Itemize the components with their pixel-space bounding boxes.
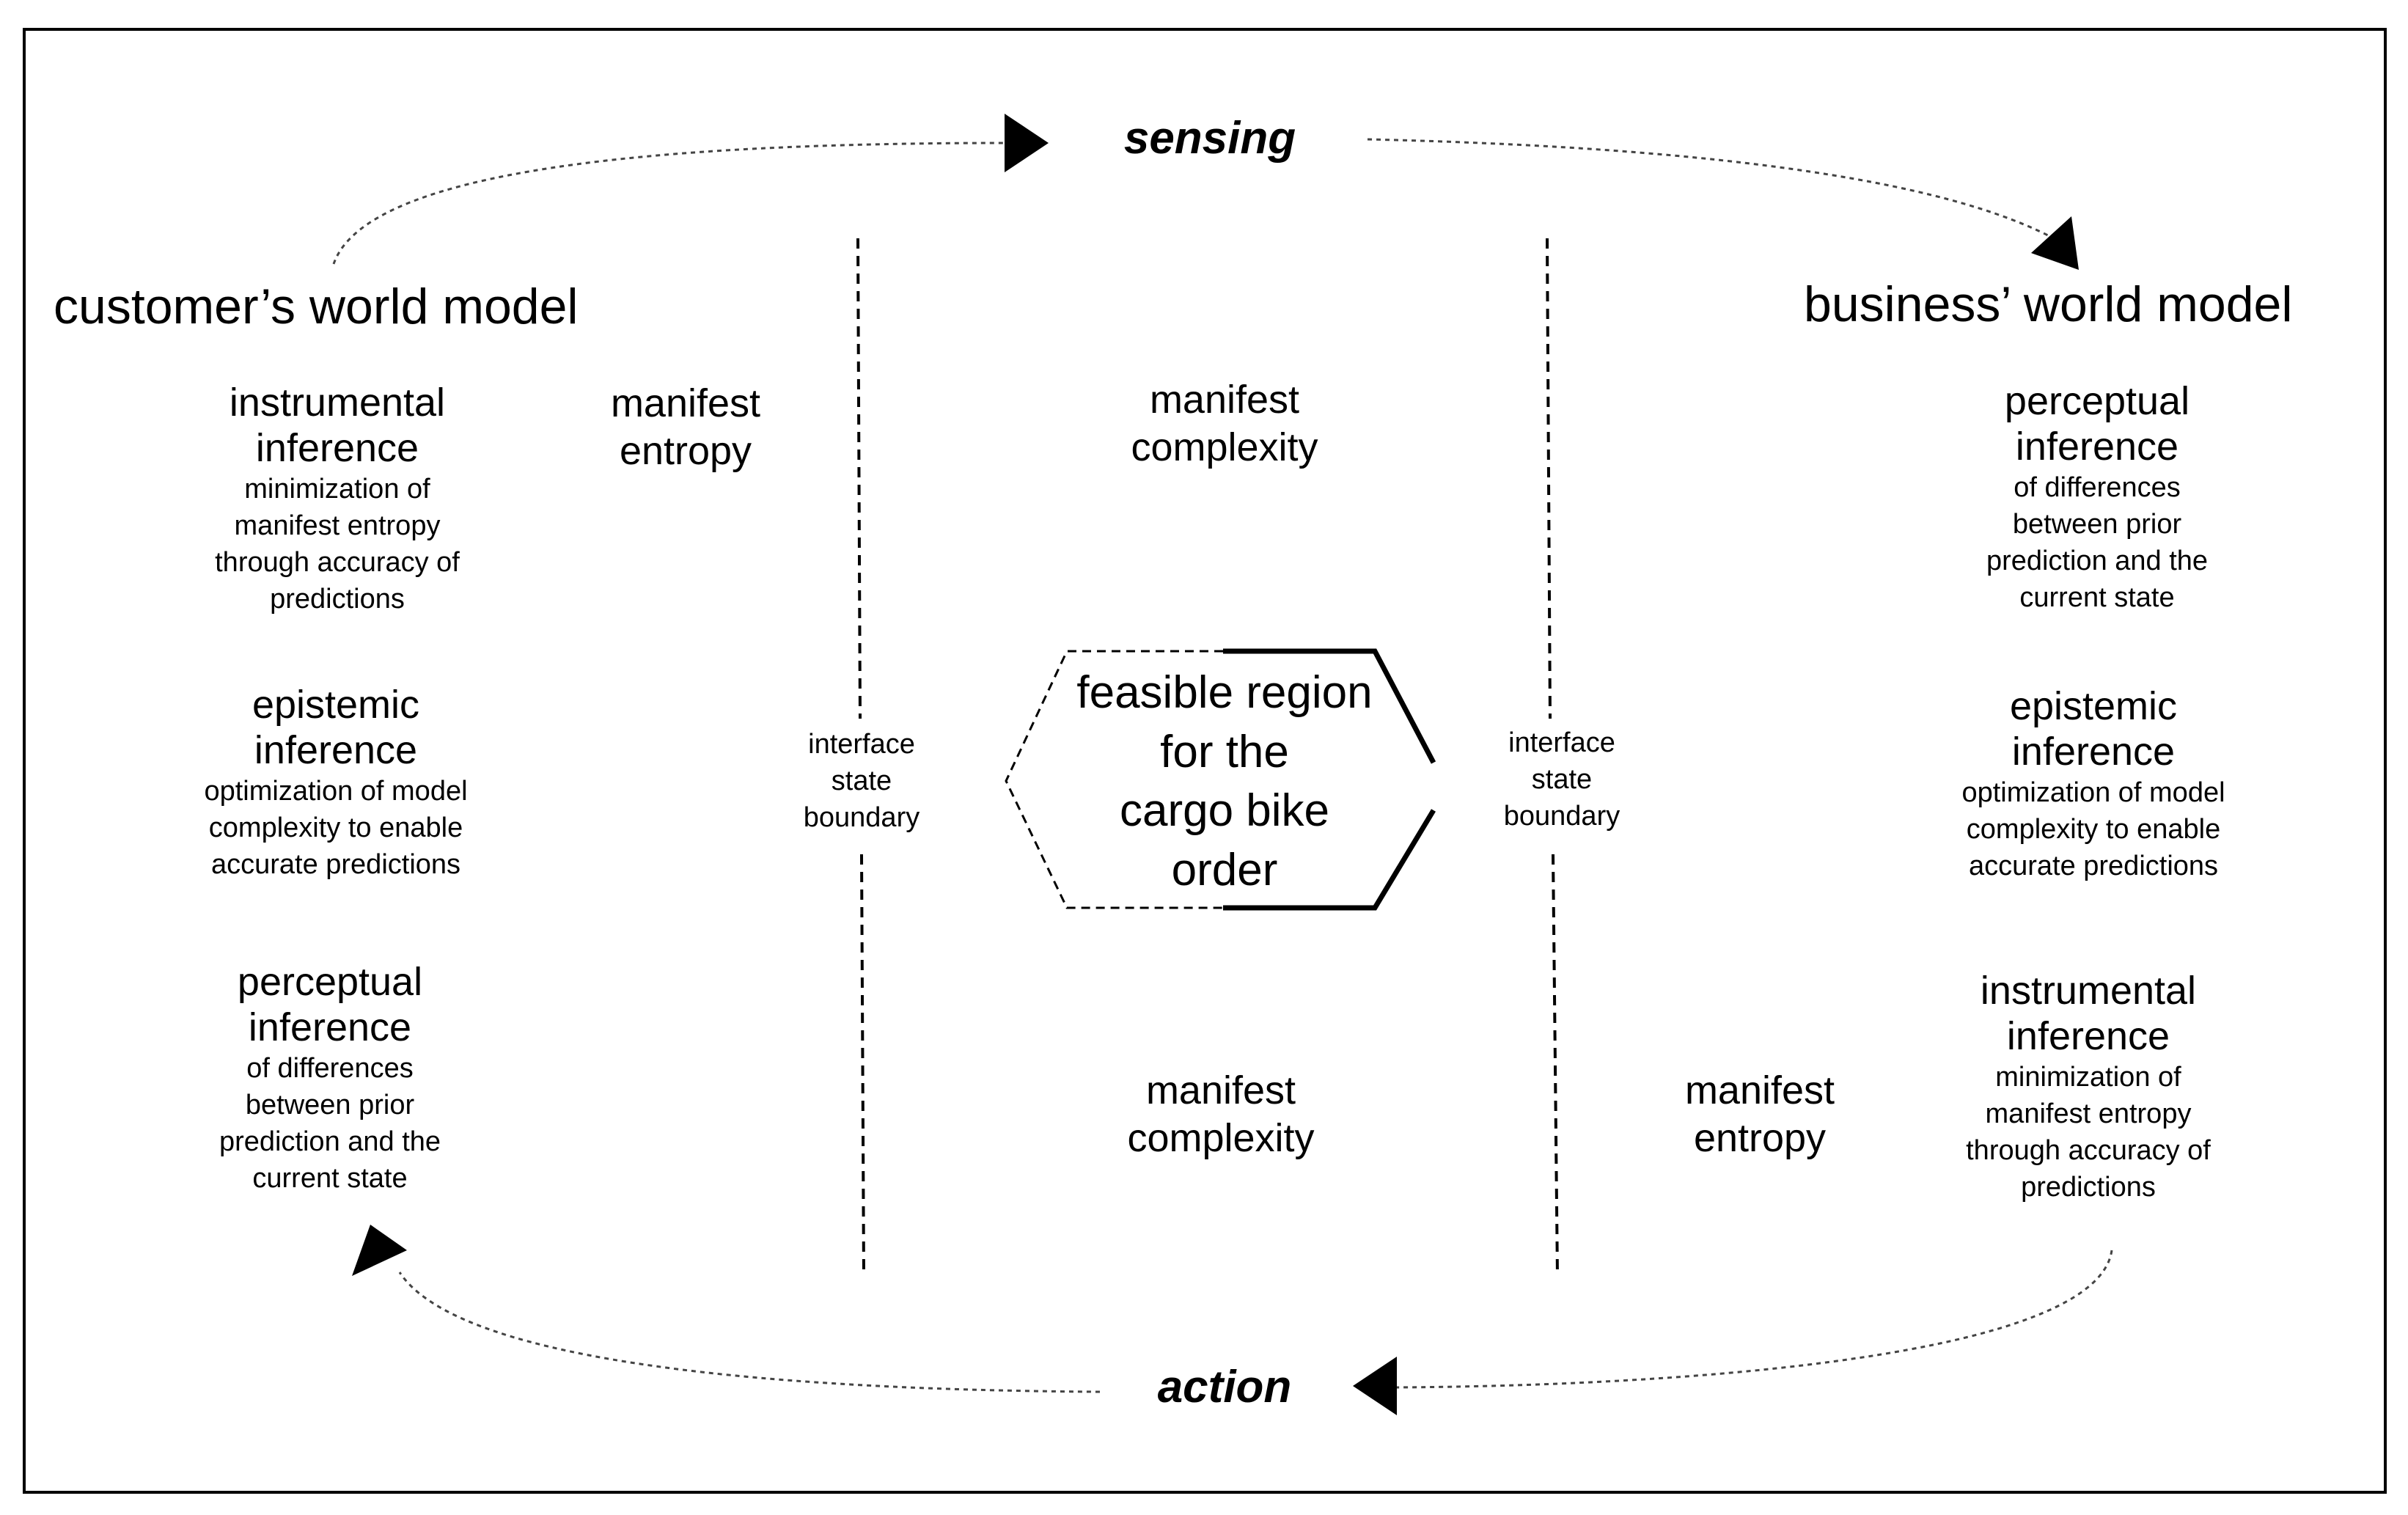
detail: optimization of model complexity to enab…: [1961, 777, 2225, 882]
detail: minimization of manifest entropy through…: [215, 474, 460, 615]
detail: of differences between prior prediction …: [1986, 472, 2209, 614]
sensing-arc-right: [1367, 138, 2061, 243]
left-boundary-label: interface state boundary: [788, 726, 935, 837]
heading: perceptual inference: [2004, 379, 2190, 469]
detail: of differences between prior prediction …: [219, 1053, 441, 1195]
customer-perceptual-inference: perceptual inference of differences betw…: [139, 959, 521, 1197]
action-label: action: [1157, 1362, 1292, 1412]
heading: instrumental inference: [229, 381, 446, 470]
customer-instrumental-inference: instrumental inference minimization of m…: [147, 380, 528, 618]
sensing-arrowhead: [1005, 114, 1049, 172]
right-boundary-line-top: [1546, 238, 1552, 719]
feasible-region-solid-edge-bottom: [1223, 809, 1436, 911]
customer-manifest-entropy: manifest entropy: [610, 381, 761, 473]
action-arrowhead: [1353, 1357, 1397, 1415]
feasible-region-label: feasible region for the cargo bike order: [1076, 667, 1373, 895]
heading: instrumental inference: [1980, 969, 2197, 1058]
customer-epistemic-inference: epistemic inference optimization of mode…: [145, 682, 526, 883]
manifest-complexity-bottom: manifest complexity: [1127, 1068, 1315, 1160]
manifest-complexity-top: manifest complexity: [1131, 378, 1318, 469]
sensing-label: sensing: [1123, 113, 1296, 164]
feasible-region-dashed-edge: [1005, 650, 1223, 909]
heading: epistemic inference: [2009, 684, 2178, 774]
outer-frame: [23, 28, 2387, 1494]
business-arrowhead: [2031, 216, 2079, 270]
left-boundary-line-bottom: [860, 854, 865, 1277]
heading: perceptual inference: [237, 960, 423, 1049]
action-arc-right: [1392, 1250, 2113, 1389]
customer-model-title: customer’s world model: [54, 279, 579, 334]
customer-arrowhead: [352, 1225, 407, 1276]
feasible-region-solid-edge-top: [1223, 648, 1436, 764]
action-arc-left: [398, 1272, 1101, 1393]
detail: optimization of model complexity to enab…: [204, 776, 468, 881]
right-boundary-label: interface state boundary: [1489, 725, 1635, 835]
detail: minimization of manifest entropy through…: [1966, 1062, 2211, 1203]
business-manifest-entropy: manifest entropy: [1684, 1068, 1835, 1160]
sensing-arc-left: [332, 142, 1005, 265]
business-epistemic-inference: epistemic inference optimization of mode…: [1903, 683, 2284, 884]
business-perceptual-inference: perceptual inference of differences betw…: [1906, 378, 2288, 617]
business-model-title: business’ world model: [1804, 276, 2293, 332]
heading: epistemic inference: [252, 683, 420, 772]
business-instrumental-inference: instrumental inference minimization of m…: [1898, 968, 2279, 1206]
left-boundary-line-top: [856, 238, 862, 719]
right-boundary-line-bottom: [1552, 854, 1559, 1277]
